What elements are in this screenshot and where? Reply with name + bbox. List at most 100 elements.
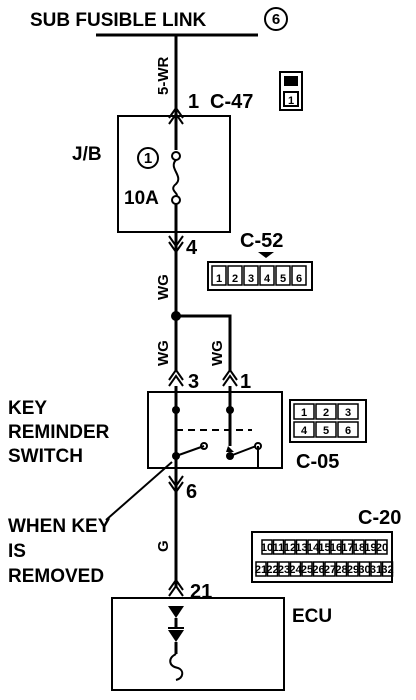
pin-arrow-c52 bbox=[168, 235, 184, 248]
c20-cell bbox=[353, 539, 365, 555]
key-reminder-switch-box bbox=[147, 391, 283, 469]
wire-label-5wr: 5-WR bbox=[155, 57, 172, 95]
switch-label-line1: KEY bbox=[8, 398, 47, 419]
c05-pin-1: 1 bbox=[240, 371, 251, 393]
pin-arrow-c05-3 bbox=[168, 374, 184, 387]
fuse-rating: 10A bbox=[124, 188, 159, 209]
c20-pin-number: 21 bbox=[190, 581, 212, 603]
pin-arrow-c05-6b bbox=[168, 481, 184, 494]
c52-cell-label: 2 bbox=[232, 273, 238, 285]
c20-connector-id: C-20 bbox=[358, 507, 401, 529]
c05-cell-label: 3 bbox=[345, 407, 351, 419]
c20-cell bbox=[278, 561, 290, 577]
c52-cell bbox=[243, 265, 259, 286]
c52-cell bbox=[211, 265, 227, 286]
c05-pin-6: 6 bbox=[186, 481, 197, 503]
c20-cell-label: 18 bbox=[353, 542, 365, 554]
ecu-label: ECU bbox=[292, 606, 332, 627]
c20-cell-label: 31 bbox=[370, 564, 382, 576]
c52-cell-label: 3 bbox=[248, 273, 254, 285]
c20-cell-label: 15 bbox=[318, 542, 330, 554]
c20-cell bbox=[370, 561, 382, 577]
c05-cell bbox=[315, 421, 337, 438]
pin-arrow-c20 bbox=[168, 584, 184, 597]
annotation-line2: IS bbox=[8, 541, 26, 562]
c52-cell bbox=[259, 265, 275, 286]
c47-connector-id: C-47 bbox=[210, 91, 253, 113]
c20-cell-label: 27 bbox=[324, 564, 336, 576]
c20-cell bbox=[255, 561, 267, 577]
fuse-number-circle bbox=[137, 147, 159, 169]
c05-cell-label: 6 bbox=[345, 425, 351, 437]
branch-wire-right bbox=[176, 314, 232, 372]
c20-cell bbox=[312, 561, 325, 577]
c05-cell bbox=[337, 403, 359, 420]
pin-arrow-c47 bbox=[168, 112, 184, 125]
c20-cell-label: 16 bbox=[330, 542, 342, 554]
c20-cell bbox=[358, 561, 371, 577]
pin-arrow-c05-1b bbox=[222, 368, 238, 381]
switch-label-line2: REMINDER bbox=[8, 422, 110, 443]
junction-block-label: J/B bbox=[72, 144, 102, 165]
wire-label-wg-mid: WG bbox=[155, 274, 172, 300]
c05-cell bbox=[315, 403, 337, 420]
annotation-line1: WHEN KEY bbox=[8, 516, 111, 537]
c52-cell bbox=[291, 265, 307, 286]
c20-cell-label: 10 bbox=[261, 542, 273, 554]
pin-arrow-c52-b bbox=[168, 241, 184, 254]
c20-cell-label: 21 bbox=[255, 564, 267, 576]
c47-cell: 1 bbox=[288, 95, 294, 107]
c20-cell bbox=[301, 561, 313, 577]
c05-cell-label: 2 bbox=[323, 407, 329, 419]
c05-connector-id: C-05 bbox=[296, 451, 339, 473]
c52-connector-id: C-52 bbox=[240, 230, 283, 252]
c20-cell bbox=[364, 539, 377, 555]
c20-cell-label: 23 bbox=[278, 564, 290, 576]
c20-cell-label: 14 bbox=[307, 542, 320, 554]
c20-cell-label: 13 bbox=[295, 542, 307, 554]
fuse-number: 1 bbox=[144, 150, 152, 167]
c20-cell bbox=[266, 561, 279, 577]
c52-key-marker bbox=[258, 252, 274, 258]
c47-connector-face: 1 bbox=[279, 71, 303, 111]
c20-cell-label: 20 bbox=[376, 542, 388, 554]
pin-arrow-c47-b bbox=[168, 106, 184, 119]
switch-label-line3: SWITCH bbox=[8, 446, 83, 467]
c20-cell bbox=[341, 539, 354, 555]
c20-cell bbox=[272, 539, 285, 555]
c20-cell-label: 24 bbox=[289, 564, 302, 576]
junction-block-box bbox=[117, 115, 231, 233]
c20-cell-label: 29 bbox=[347, 564, 359, 576]
c20-cell bbox=[324, 561, 336, 577]
c52-cell bbox=[227, 265, 243, 286]
c20-cell-label: 26 bbox=[312, 564, 324, 576]
c52-cell bbox=[275, 265, 291, 286]
pin-arrow-c20-b bbox=[168, 578, 184, 591]
c05-cell-label: 4 bbox=[301, 425, 308, 437]
c47-pin-number: 1 bbox=[188, 91, 199, 113]
wire-label-wg-right: WG bbox=[209, 340, 226, 366]
c20-cell bbox=[307, 539, 319, 555]
c20-cell bbox=[335, 561, 348, 577]
wire-label-wg-left: WG bbox=[155, 340, 172, 366]
c20-cell-label: 19 bbox=[364, 542, 376, 554]
c20-cell bbox=[347, 561, 359, 577]
c20-cell-label: 28 bbox=[335, 564, 347, 576]
c20-cell bbox=[330, 539, 342, 555]
fuse-symbol bbox=[171, 116, 181, 232]
ecu-box bbox=[111, 597, 285, 691]
c20-cell bbox=[381, 561, 394, 577]
c52-pin-number: 4 bbox=[186, 237, 198, 259]
pin-arrow-c05-3b bbox=[168, 368, 184, 381]
c05-pin-3: 3 bbox=[188, 371, 199, 393]
c52-cell-label: 4 bbox=[264, 273, 271, 285]
fusible-link-number-circle bbox=[264, 7, 288, 31]
fusible-link-number: 6 bbox=[272, 11, 280, 28]
switch-contacts bbox=[172, 386, 262, 468]
c20-cell bbox=[376, 539, 388, 555]
c52-cell-label: 6 bbox=[296, 273, 302, 285]
c20-cell-label: 32 bbox=[381, 564, 393, 576]
